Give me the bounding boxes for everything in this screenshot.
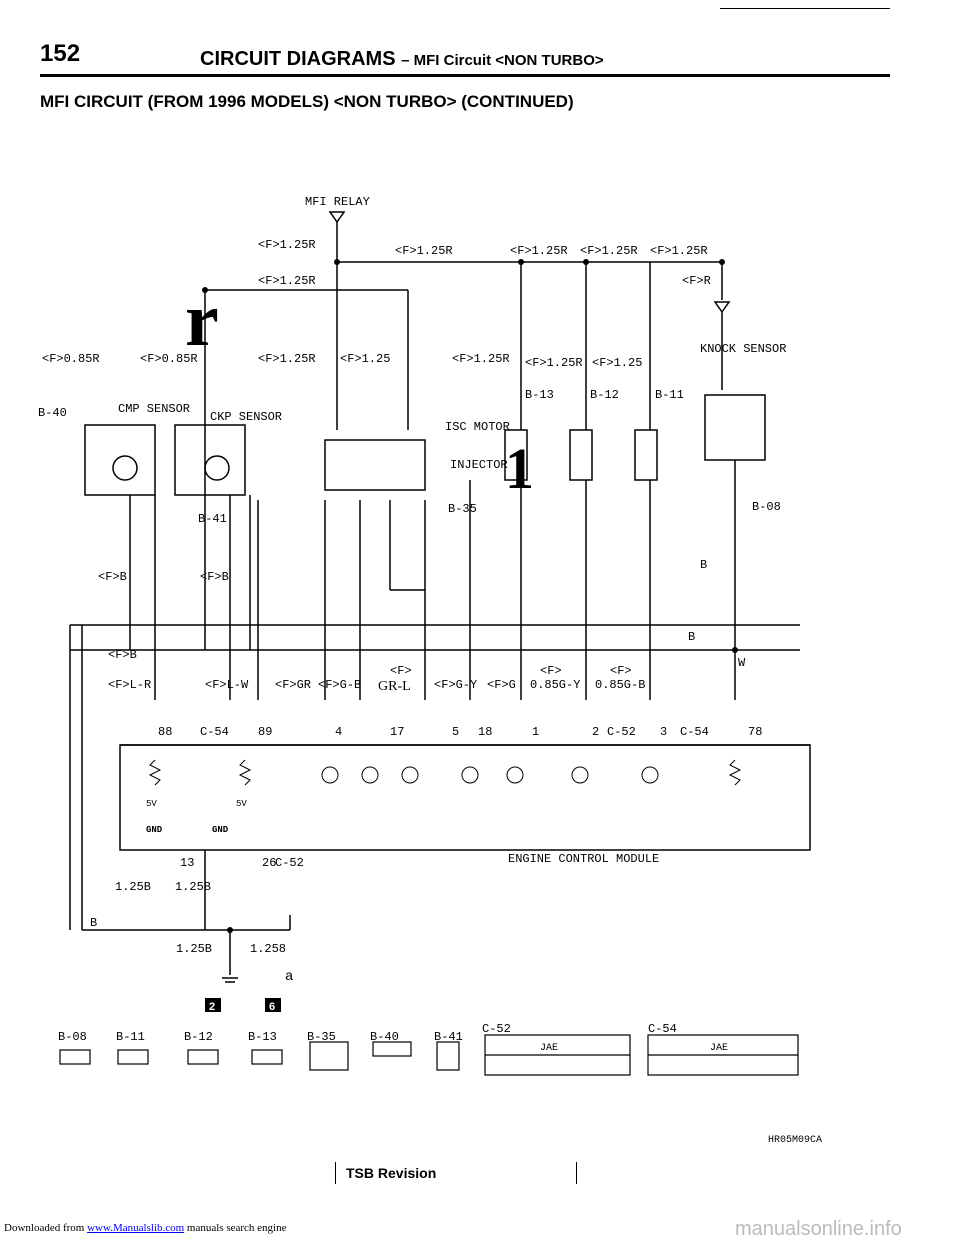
isc-motor-box [324,439,426,491]
ecm-box [119,744,811,851]
header-rule [40,74,890,77]
page-title: CIRCUIT DIAGRAMS – MFI Circuit <NON TURB… [200,48,604,71]
title-main: CIRCUIT DIAGRAMS [200,48,396,70]
diagram-code: HR05M09CA [768,1135,823,1146]
watermark: manualsonline.info [735,1218,902,1240]
numeral-1-mark: 1 [505,436,534,501]
footer-prefix: Downloaded from [4,1222,85,1234]
section-subtitle: MFI CIRCUIT (FROM 1996 MODELS) <NON TURB… [40,92,574,111]
cmp-sensor-box [84,424,156,496]
page-number: 152 [40,40,81,67]
top-rule [720,8,890,9]
relay-terminal-icon [328,211,346,224]
footer-suffix: manuals search engine [186,1222,287,1234]
ckp-sensor-box [174,424,246,496]
footer-link[interactable]: www.Manualslib.com [87,1222,185,1234]
title-sub: – MFI Circuit <NON TURBO> [401,52,604,69]
footer: Downloaded from www.Manualslib.com manua… [4,1222,286,1234]
tsb-revision: TSB Revision [335,1162,577,1184]
letter-r-mark: r [185,278,219,362]
knock-terminal-icon [713,301,731,314]
